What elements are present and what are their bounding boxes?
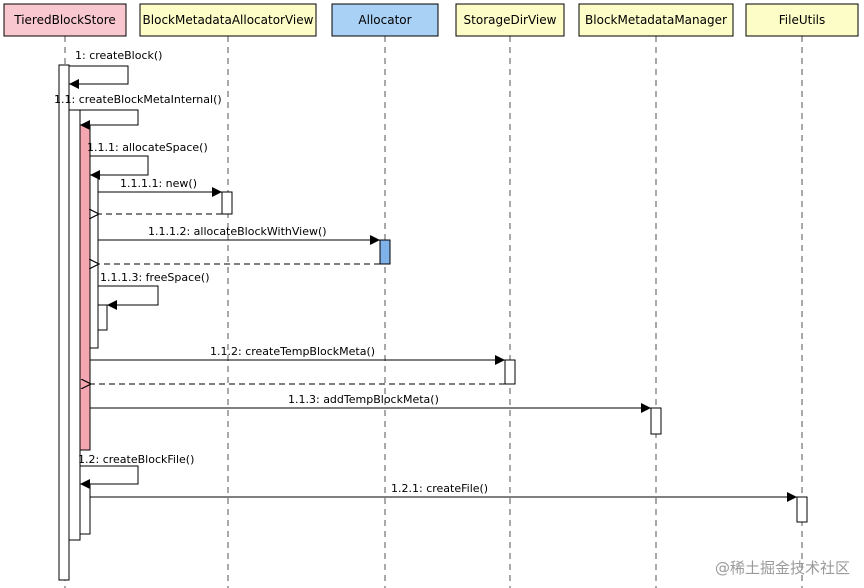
message-arrow — [98, 285, 159, 310]
message-arrow — [80, 109, 139, 130]
message-createblockfile: 1.2: createBlockFile() — [78, 453, 194, 489]
activation-createblockmetainternal — [68, 109, 81, 541]
participant-blockmetadataallocatorview: BlockMetadataAllocatorView — [139, 3, 317, 37]
activation-freespace — [97, 304, 108, 331]
message-label: 1.1.1.2: allocateBlockWithView() — [148, 225, 327, 238]
participant-allocator: Allocator — [331, 3, 439, 37]
activation-createblock — [58, 64, 70, 581]
participant-tieredblockstore: TieredBlockStore — [3, 3, 127, 37]
message-new: 1.1.1.1: new() — [98, 177, 222, 214]
participant-box — [745, 3, 859, 37]
participant-box — [3, 3, 127, 37]
message-createfile: 1.2.1: createFile() — [90, 482, 797, 502]
message-allocatespace: 1.1.1: allocateSpace() — [87, 141, 208, 180]
participant-storagedirview: StorageDirView — [455, 3, 565, 37]
message-createblock: 1: createBlock() — [69, 49, 162, 89]
participant-label: Allocator — [358, 13, 411, 27]
participant-box — [578, 3, 734, 37]
participant-blockmetadatamanager: BlockMetadataManager — [578, 3, 734, 37]
message-addtempblockmeta: 1.1.3: addTempBlockMeta() — [90, 393, 651, 413]
message-label: 1.1.1.3: freeSpace() — [100, 271, 209, 284]
participant-label: StorageDirView — [464, 13, 557, 27]
activation-createfile — [796, 496, 808, 523]
participant-box — [139, 3, 317, 37]
message-createblockmetainternal: 1.1: createBlockMetaInternal() — [54, 93, 222, 130]
participant-box — [455, 3, 565, 37]
message-createtempblockmeta: 1.1.2: createTempBlockMeta() — [90, 345, 505, 384]
message-label: 1.1.1.1: new() — [120, 177, 197, 190]
participant-label: BlockMetadataAllocatorView — [143, 13, 314, 27]
activation-createtempblockmeta — [504, 359, 516, 385]
activation-createblockfile — [79, 483, 91, 535]
message-label: 1.1.2: createTempBlockMeta() — [210, 345, 375, 358]
activation-allocatespace — [79, 124, 91, 451]
message-label: 1.1: createBlockMetaInternal() — [54, 93, 222, 106]
message-label: 1.2: createBlockFile() — [78, 453, 194, 466]
message-arrow — [90, 155, 149, 180]
message-label: 1.2.1: createFile() — [391, 482, 488, 495]
message-label: 1.1.3: addTempBlockMeta() — [288, 393, 439, 406]
activation-allocateblockwithview — [379, 239, 391, 265]
participant-label: FileUtils — [779, 13, 826, 27]
participant-box — [331, 3, 439, 37]
participant-label: TieredBlockStore — [13, 13, 116, 27]
message-label: 1.1.1: allocateSpace() — [87, 141, 208, 154]
activation-addtempblockmeta — [650, 407, 662, 435]
activation-new — [221, 191, 233, 215]
message-allocateblockwithview: 1.1.1.2: allocateBlockWithView() — [98, 225, 380, 264]
activation-allocatespace-inner — [89, 174, 99, 349]
message-arrow — [69, 65, 129, 89]
participant-label: BlockMetadataManager — [585, 13, 727, 27]
watermark-text: @稀土掘金技术社区 — [714, 559, 850, 577]
participant-fileutils: FileUtils — [745, 3, 859, 37]
message-label: 1: createBlock() — [75, 49, 162, 62]
message-arrow — [80, 465, 139, 489]
message-freespace: 1.1.1.3: freeSpace() — [98, 271, 209, 310]
